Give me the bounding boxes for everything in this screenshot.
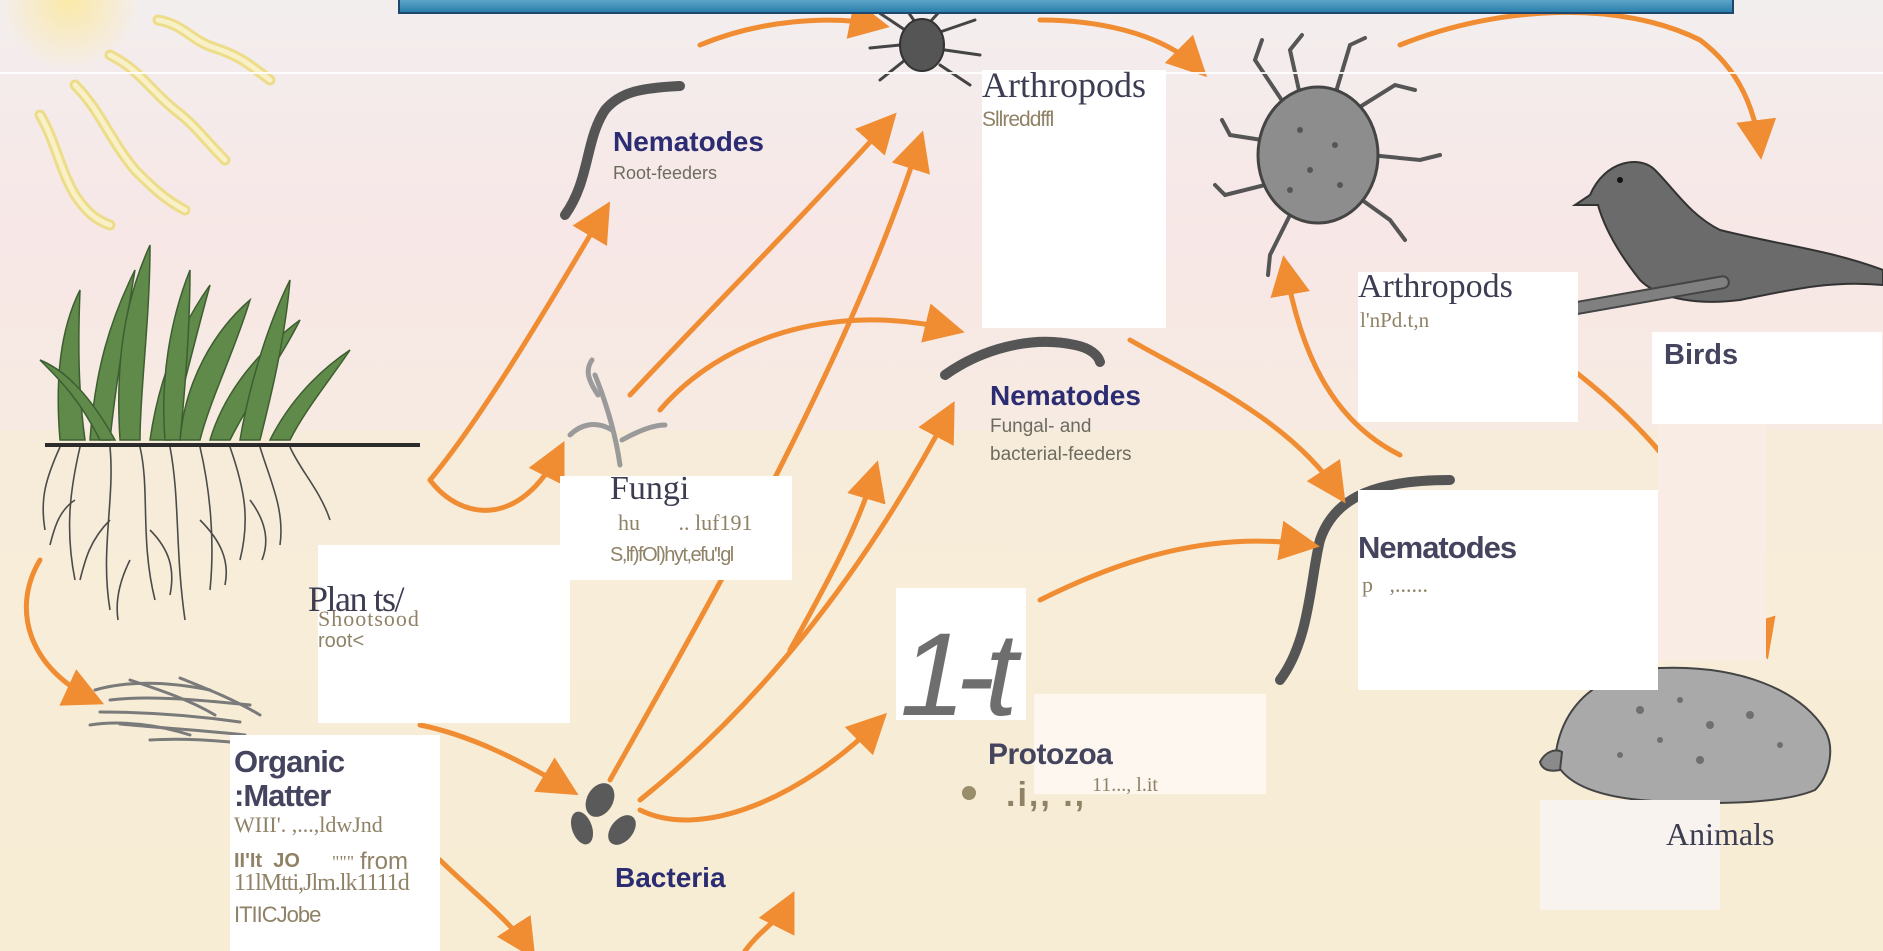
- divider-line: [0, 72, 1883, 74]
- nematodes-fungal-sub2: bacterial-feeders: [990, 444, 1132, 466]
- organic-matter-title1: Organic: [234, 744, 344, 780]
- plants-sub1: Shootsood: [318, 606, 420, 632]
- nematodes-predators-title: Nematodes: [1358, 530, 1516, 566]
- arthropods-predators-title: Arthropods: [1358, 268, 1513, 306]
- protozoa-title: Protozoa: [988, 738, 1112, 772]
- bird-icon: [1560, 162, 1883, 317]
- bacteria-title: Bacteria: [615, 862, 726, 894]
- nematodes-fungal-sub1: Fungal- and: [990, 416, 1091, 438]
- protozoa-sub1: .i,, .,: [1006, 776, 1086, 815]
- label-box: [1658, 424, 1766, 660]
- nematodes-fungal-title: Nematodes: [990, 380, 1141, 412]
- plants-sub2: root<: [318, 630, 364, 653]
- sun-icon: [0, 0, 270, 225]
- organic-matter-title2: :Matter: [234, 778, 330, 814]
- fungi-title: Fungi: [610, 470, 689, 508]
- organic-matter-sub4: ITIICJobe: [234, 902, 320, 928]
- nematodes-predators-sub: p ,......: [1362, 572, 1428, 598]
- organic-matter-sub1: WIII'. ,...,ldwJnd: [234, 812, 383, 838]
- organic-matter-sub3: 11lMtti,Jlm.lk1111d: [234, 870, 409, 897]
- protozoa-sub2: 11..., l.it: [1092, 774, 1158, 797]
- glyph-text: 1-t: [900, 616, 1008, 734]
- bullet-dot: [962, 786, 976, 800]
- arthropods-shredders-title: Arthropods: [982, 64, 1146, 106]
- birds-title: Birds: [1664, 339, 1738, 372]
- mite-icon: [1215, 35, 1440, 275]
- nematodes-root-sub: Root-feeders: [613, 163, 717, 184]
- fungi-sub2: S,lf)fOl)hyt,efu'!gl: [610, 544, 733, 567]
- title-bar: [398, 0, 1734, 14]
- arthropods-predators-sub: l'nPd.t,n: [1360, 308, 1429, 333]
- nematodes-root-title: Nematodes: [613, 126, 764, 158]
- fungi-sub1: hu .. luf191: [618, 510, 752, 536]
- arthropods-shredders-sub: Sllreddffl: [982, 108, 1053, 132]
- animals-title: Animals: [1666, 816, 1774, 853]
